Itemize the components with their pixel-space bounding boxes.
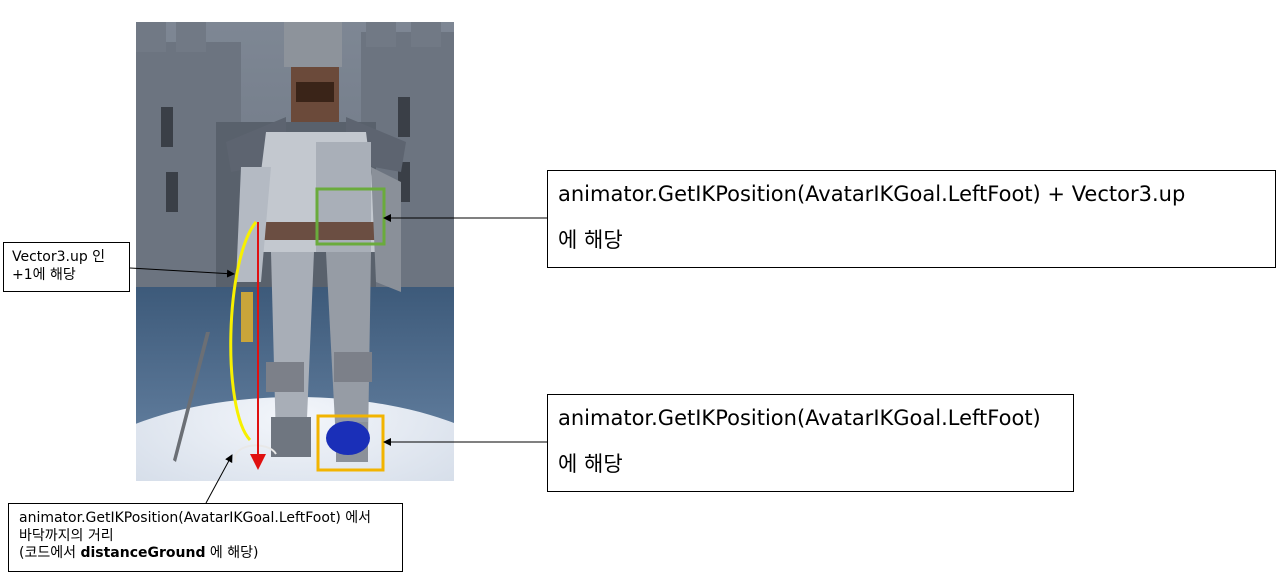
callout-vector3-up: Vector3.up 인 +1에 해당	[3, 242, 130, 292]
left-foot-target-box	[316, 414, 385, 472]
vector3-up-arc	[229, 221, 258, 442]
callout-bottom-line3: (코드에서 distanceGround 에 해당)	[19, 545, 392, 563]
callout-bottom-line3-suffix: 에 해당)	[205, 545, 259, 561]
callout-mid-line2: 에 해당	[558, 452, 623, 477]
callout-distance-ground: animator.GetIKPosition(AvatarIKGoal.Left…	[8, 503, 403, 572]
callout-left-line2: +1에 해당	[12, 266, 76, 283]
callout-left-line1: Vector3.up 인	[12, 249, 106, 265]
arrow-to-yellow-arc	[129, 267, 235, 278]
vector3-up-target-box	[315, 187, 386, 246]
callout-ik-position-plus-up: animator.GetIKPosition(AvatarIKGoal.Left…	[547, 170, 1276, 268]
callout-bottom-line1: animator.GetIKPosition(AvatarIKGoal.Left…	[19, 510, 372, 526]
distance-ground-keyword: distanceGround	[80, 545, 206, 561]
callout-top-line1: animator.GetIKPosition(AvatarIKGoal.Left…	[558, 182, 1186, 206]
left-foot-ik-marker	[326, 421, 370, 455]
knight-scene-image	[136, 22, 454, 481]
callout-top-line2: 에 해당	[558, 228, 623, 253]
arrow-to-ground-gap	[205, 454, 233, 504]
callout-ik-position: animator.GetIKPosition(AvatarIKGoal.Left…	[547, 394, 1074, 492]
callout-bottom-line2: 바닥까지의 거리	[19, 527, 114, 544]
callout-mid-line1: animator.GetIKPosition(AvatarIKGoal.Left…	[558, 406, 1041, 430]
callout-bottom-line3-prefix: (코드에서	[19, 545, 81, 561]
